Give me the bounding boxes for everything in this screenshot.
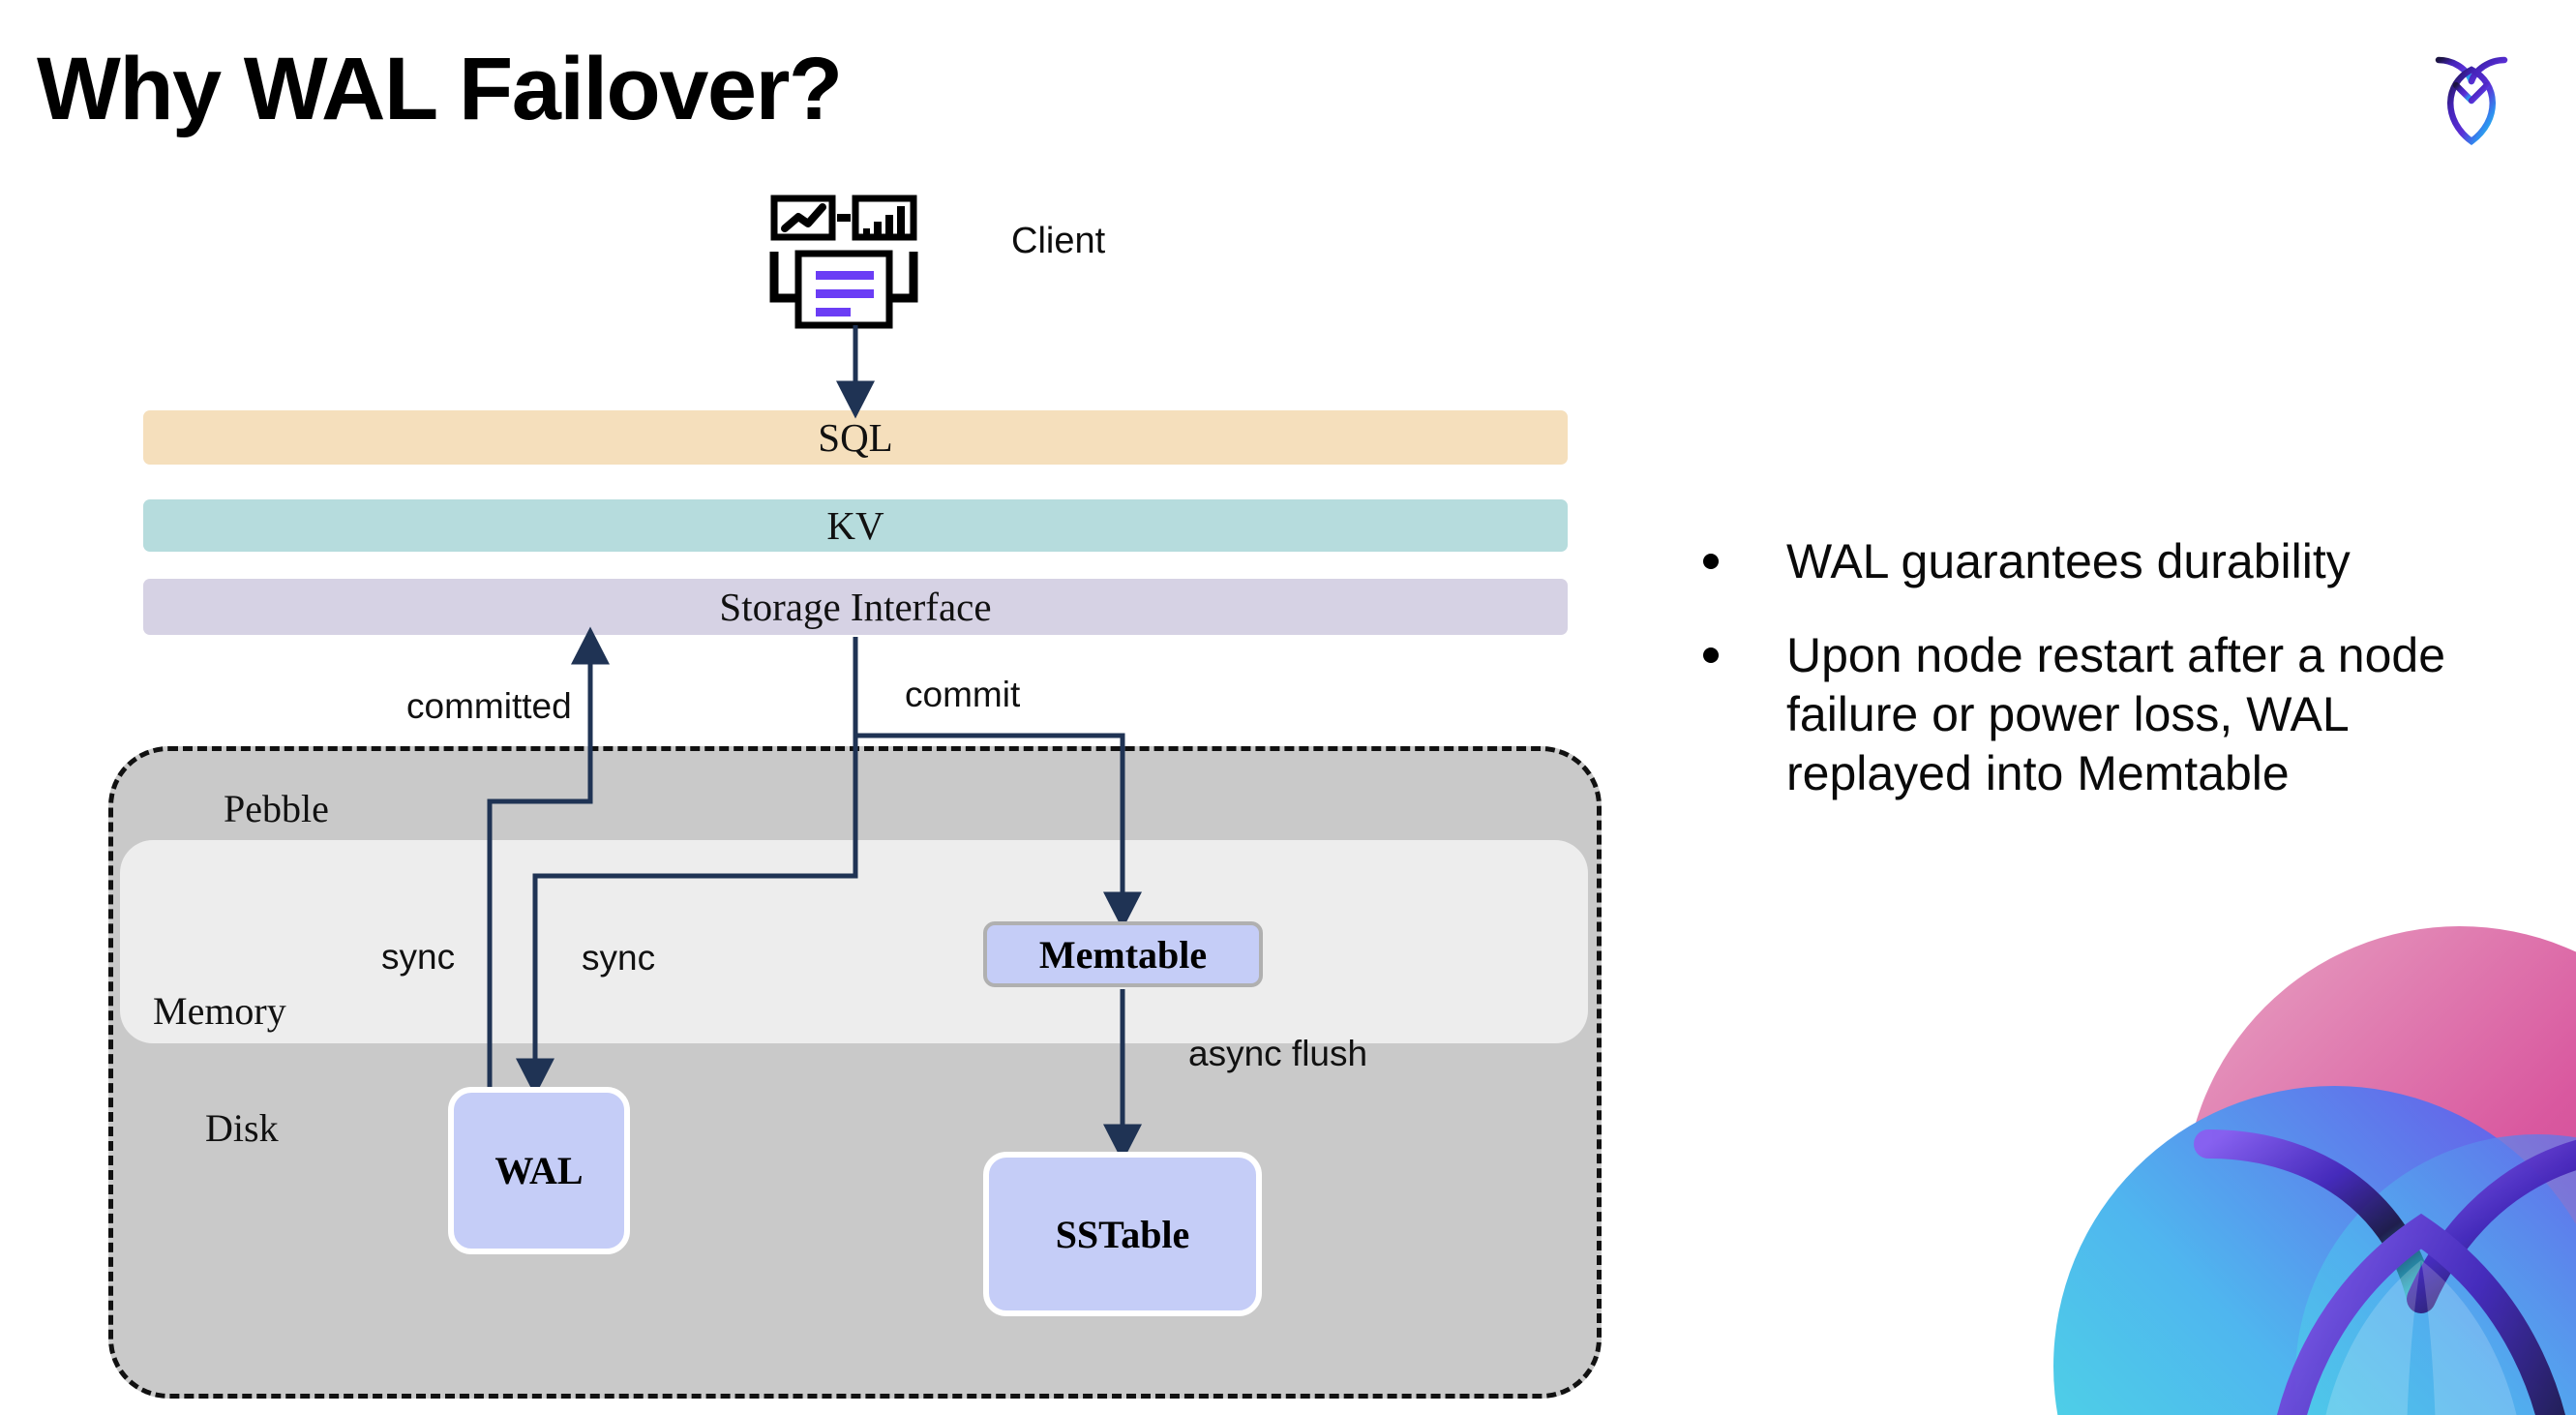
client-label: Client [1011, 221, 1106, 261]
layer-bar-storage: Storage Interface [143, 579, 1568, 635]
memtable-box: Memtable [983, 921, 1263, 987]
cockroach-watermark-icon [1918, 912, 2576, 1415]
memory-label: Memory [153, 989, 286, 1033]
edge-label-sync-right: sync [582, 938, 656, 978]
list-item: WAL guarantees durability [1703, 532, 2526, 591]
layer-label-storage: Storage Interface [719, 585, 992, 629]
disk-label: Disk [205, 1106, 279, 1150]
page-title: Why WAL Failover? [37, 40, 843, 138]
sstable-label: SSTable [1055, 1212, 1190, 1256]
pebble-label: Pebble [224, 787, 329, 830]
wal-label: WAL [494, 1149, 584, 1192]
bullet-text: WAL guarantees durability [1786, 534, 2351, 588]
edge-label-committed: committed [406, 686, 572, 726]
client-dashboard-icon [769, 194, 924, 329]
memtable-label: Memtable [1038, 932, 1208, 977]
edge-label-commit: commit [905, 675, 1021, 714]
memory-zone [120, 840, 1588, 1043]
layer-label-kv: KV [826, 503, 884, 548]
cockroach-logo-icon [2413, 41, 2530, 157]
bullet-text: Upon node restart after a node failure o… [1786, 628, 2446, 800]
sstable-box: SSTable [983, 1152, 1262, 1316]
layer-label-sql: SQL [818, 415, 893, 460]
wal-box: WAL [448, 1087, 630, 1254]
layer-bar-sql: SQL [143, 410, 1568, 465]
edge-label-sync-left: sync [381, 937, 456, 977]
bullet-dot-icon [1703, 554, 1719, 569]
bullet-list: WAL guarantees durability Upon node rest… [1703, 532, 2526, 838]
list-item: Upon node restart after a node failure o… [1703, 626, 2526, 803]
bullet-dot-icon [1703, 647, 1719, 663]
edge-label-async-flush: async flush [1188, 1034, 1368, 1073]
layer-bar-kv: KV [143, 499, 1568, 552]
